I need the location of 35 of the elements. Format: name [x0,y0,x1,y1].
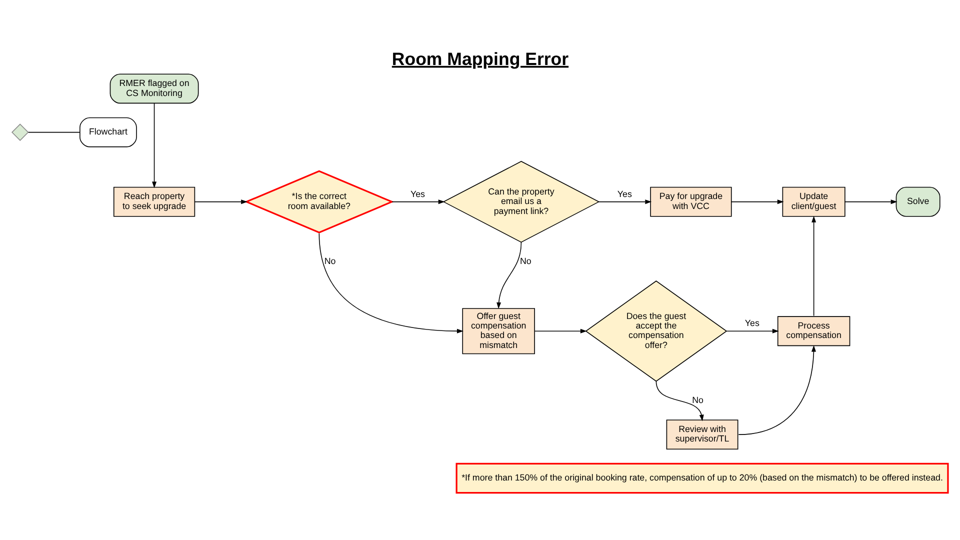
arrow [534,328,587,333]
node-box: Pay for upgrade with VCC [650,186,732,216]
node-box: RMER flagged on CS Monitoring [110,73,199,104]
arrow [194,199,248,204]
arrow [496,241,522,308]
node-box: Solve [896,186,940,216]
node-box: Review with supervisor/TL [666,419,738,450]
arrow [731,199,784,204]
node-diamond: Can the property email us a payment link? [442,160,600,242]
edge-label: Yes [617,188,632,198]
arrow [152,102,157,188]
edge-label: Yes [410,188,426,198]
edge-label: No [520,255,532,266]
connector [28,131,80,132]
node-diamond [11,123,29,140]
node-box: Process compensation [777,316,850,346]
arrow [318,232,464,333]
node-box: *If more than 150% of the original booking rate, compensation of up to 20% (based on the mismatch) to be offered instead. [456,462,949,494]
arrow [656,380,704,421]
node-diamond: *Is the correct room available? [244,170,394,233]
arrow [598,199,652,204]
arrow [392,199,445,204]
node-box: Flowchart [80,116,137,147]
arrow [812,215,816,316]
edge-label: No [692,394,704,404]
node-box: Offer guest compensation based on mismatch [462,308,535,354]
arrow [738,344,816,434]
node-diamond: Does the guest accept the compensation offer? [585,280,728,382]
edge-label: No [324,255,336,266]
edge-label: Yes [744,318,760,328]
diagram-title: Room Mapping Error [392,48,569,68]
node-box: Update client/guest [782,186,846,216]
arrow [844,199,898,204]
node-box: Reach property to seek upgrade [113,186,196,216]
arrow [726,328,779,333]
